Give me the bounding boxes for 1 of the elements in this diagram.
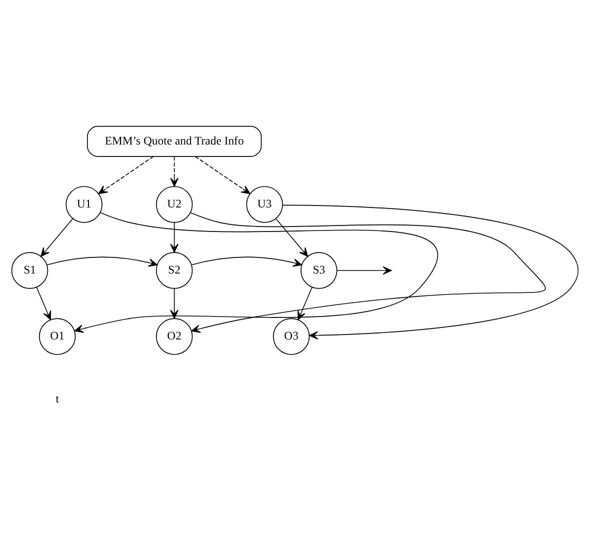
label: t [56, 392, 59, 406]
